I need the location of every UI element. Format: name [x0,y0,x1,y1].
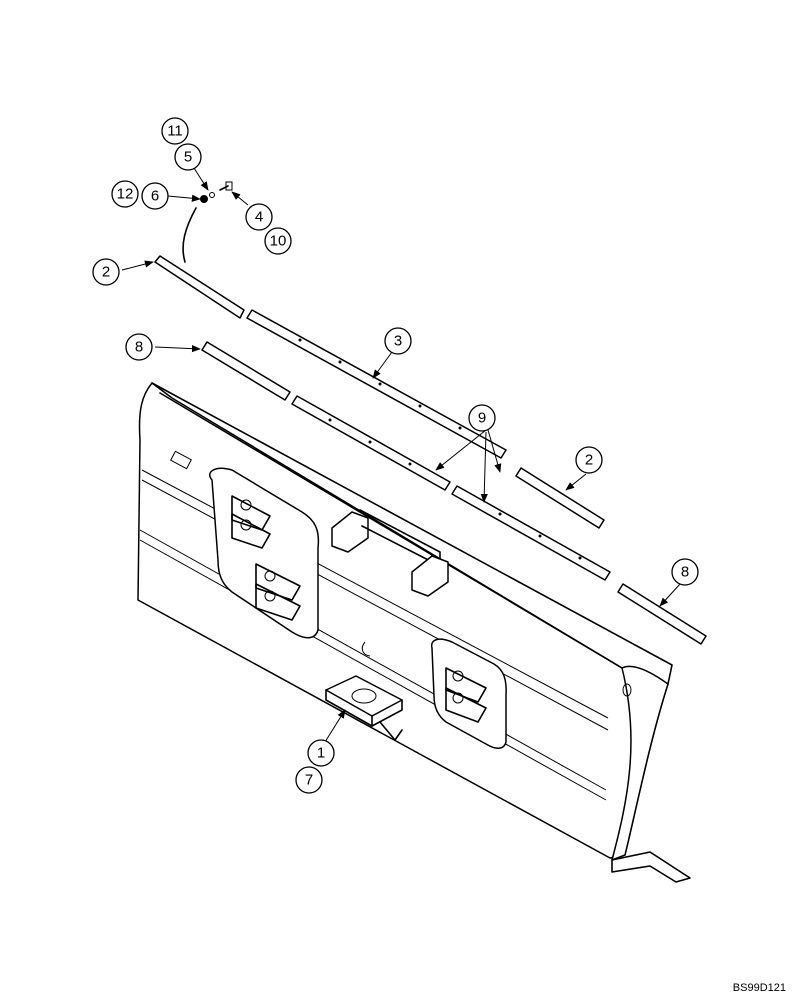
svg-text:8: 8 [681,564,689,581]
reference-code: BS99D121 [732,982,786,994]
callout-7: 7 [295,766,323,794]
svg-text:3: 3 [394,333,402,350]
end-bit-left [201,341,291,401]
cutting-edges [154,255,707,645]
end-bit-upper-left [154,255,245,319]
center-pin-bracket [325,675,403,741]
callout-12: 12 [111,180,139,208]
callout-3: 3 [384,327,412,355]
callout-6: 6 [141,182,169,210]
blade-body [137,382,691,883]
callout-10: 10 [264,227,292,255]
svg-text:7: 7 [305,772,313,789]
svg-text:2: 2 [585,452,593,469]
svg-text:6: 6 [151,188,159,205]
svg-text:4: 4 [255,209,263,226]
callouts: 11 5 12 6 4 10 2 8 [92,117,699,794]
svg-text:2: 2 [102,264,110,281]
leader-lines [121,167,681,743]
end-bit-right-lower [617,583,707,645]
callout-4: 4 [245,203,273,231]
hardware-fasteners [182,181,233,263]
callout-8-right: 8 [671,558,699,586]
callout-8-left: 8 [125,333,153,361]
svg-text:1: 1 [317,745,325,762]
callout-1: 1 [307,739,335,767]
callout-2-right: 2 [575,446,603,474]
svg-text:9: 9 [478,410,486,427]
svg-text:10: 10 [270,233,287,250]
callout-9: 9 [468,404,496,432]
callout-2-upper-left: 2 [92,258,120,286]
cutting-edge-upper [246,309,507,459]
callout-11: 11 [161,117,189,145]
cutting-edge-lower-right [451,485,611,581]
end-bit-right-upper [515,467,605,529]
svg-text:5: 5 [184,149,192,166]
center-hinge-brackets [331,509,449,657]
svg-text:11: 11 [167,123,183,140]
svg-text:12: 12 [117,186,134,203]
callout-5: 5 [174,143,202,171]
right-mount-bracket [430,638,507,749]
svg-text:8: 8 [135,339,143,356]
left-mount-bracket [209,467,320,639]
